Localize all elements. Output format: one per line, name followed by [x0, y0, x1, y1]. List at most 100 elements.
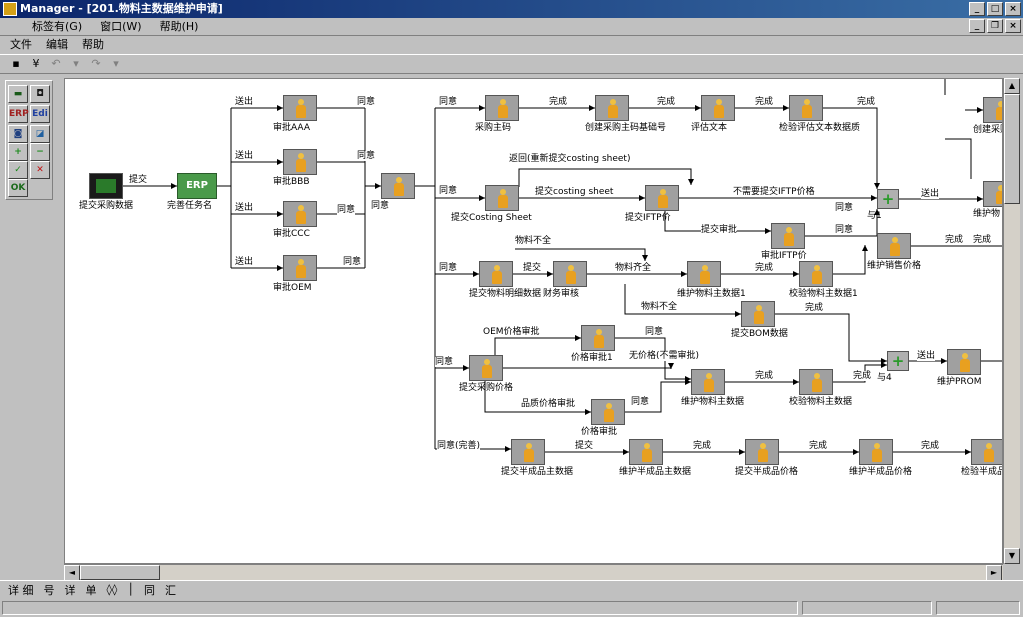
person-icon: [812, 373, 822, 393]
workflow-node-label: 提交IFTP价: [625, 213, 671, 223]
workflow-node-label: 提交Costing Sheet: [451, 213, 532, 223]
maximize-button[interactable]: □: [987, 2, 1003, 16]
bottom-tool[interactable]: 同: [144, 583, 155, 597]
workflow-node-and1[interactable]: +: [877, 189, 899, 209]
mdi-menu-item[interactable]: 标签有(G): [32, 20, 83, 33]
edge-label-send2: 送出: [235, 151, 254, 161]
workflow-node-aaa[interactable]: [283, 95, 317, 121]
workflow-node-cs[interactable]: [485, 185, 519, 211]
ok-icon[interactable]: OK: [8, 179, 28, 197]
save-icon[interactable]: ▪: [12, 57, 20, 70]
edge-label-price-approve: 品质价格审批: [521, 399, 576, 409]
plus-icon[interactable]: +: [8, 143, 28, 161]
workflow-node-q2[interactable]: [581, 325, 615, 351]
workflow-node-label: 维护物料主数据: [681, 397, 745, 407]
bottom-tool[interactable]: ◊◊: [106, 583, 118, 596]
edge-label-submit-s: 提交: [575, 441, 594, 451]
menu-help[interactable]: 帮助: [82, 38, 104, 51]
workflow-node-bbb[interactable]: [283, 149, 317, 175]
check-icon[interactable]: ✓: [8, 161, 28, 179]
workflow-node-appr[interactable]: [771, 223, 805, 249]
workflow-node-q1[interactable]: [469, 355, 503, 381]
workflow-node-s1[interactable]: [511, 439, 545, 465]
scroll-down-button[interactable]: ▼: [1004, 548, 1020, 564]
workflow-node-q5[interactable]: [591, 399, 625, 425]
undo-icon[interactable]: ↶: [51, 57, 61, 70]
bottom-tool[interactable]: 汇: [165, 583, 176, 597]
scroll-left-button[interactable]: ◄: [64, 565, 80, 581]
workflow-node-t2[interactable]: [595, 95, 629, 121]
workflow-node-s5[interactable]: [971, 439, 1002, 465]
edge-label-ok-q3: 完成: [755, 371, 774, 381]
bottom-tool[interactable]: 单: [85, 583, 97, 597]
workflow-node-oem[interactable]: [283, 255, 317, 281]
menu-file[interactable]: 文件: [10, 38, 32, 51]
share-icon[interactable]: ◪: [30, 125, 50, 143]
minimize-button[interactable]: _: [969, 2, 985, 16]
horizontal-scroll-thumb[interactable]: [80, 565, 160, 580]
status-pane: [802, 601, 932, 615]
workflow-node-m1[interactable]: [479, 261, 513, 287]
vertical-scroll-thumb[interactable]: [1004, 94, 1020, 204]
edit-icon[interactable]: Edi: [30, 105, 50, 123]
bottom-tool[interactable]: 详: [64, 583, 76, 597]
cross-icon[interactable]: ✕: [30, 161, 50, 179]
person-icon: [812, 265, 822, 285]
vertical-scrollbar[interactable]: ▲ ▼: [1003, 78, 1020, 564]
bulb-icon[interactable]: ◘: [30, 85, 50, 103]
mdi-minimize-button[interactable]: _: [969, 19, 985, 33]
redo-icon[interactable]: ↷: [91, 57, 101, 70]
horizontal-scrollbar[interactable]: ◄ ►: [64, 564, 1003, 581]
person-icon[interactable]: ◙: [8, 125, 28, 143]
workflow-node-t4[interactable]: [789, 95, 823, 121]
workflow-node-submit[interactable]: [89, 173, 123, 199]
workflow-node-m4[interactable]: [799, 261, 833, 287]
workflow-node-label: 维护物: [973, 209, 1001, 219]
workflow-node-bom[interactable]: [741, 301, 775, 327]
dropdown-icon[interactable]: ▾: [113, 57, 119, 70]
workflow-node-ccc[interactable]: [283, 201, 317, 227]
menu-edit[interactable]: 编辑: [46, 38, 68, 51]
mdi-menu-item[interactable]: 帮助(H): [159, 20, 199, 33]
workflow-node-q4[interactable]: [799, 369, 833, 395]
workflow-node-label: 校验物料主数据: [789, 397, 853, 407]
workflow-node-and4[interactable]: +: [887, 351, 909, 371]
workflow-node-r1[interactable]: [983, 97, 1002, 123]
person-icon: [492, 265, 502, 285]
menu-bar: 文件 编辑 帮助: [0, 36, 1023, 54]
workflow-node-iftp[interactable]: [645, 185, 679, 211]
workflow-node-q3[interactable]: [691, 369, 725, 395]
workflow-node-r2[interactable]: [983, 181, 1002, 207]
dropdown-icon[interactable]: ▾: [73, 57, 79, 70]
workflow-node-s4[interactable]: [859, 439, 893, 465]
workflow-node-s2[interactable]: [629, 439, 663, 465]
workflow-edge: [625, 379, 691, 413]
mdi-restore-button[interactable]: ❐: [987, 19, 1003, 33]
workflow-node-m2[interactable]: [553, 261, 587, 287]
workflow-node-price[interactable]: [877, 233, 911, 259]
close-button[interactable]: ×: [1005, 2, 1021, 16]
workflow-node-t1[interactable]: [485, 95, 519, 121]
scroll-up-button[interactable]: ▲: [1004, 78, 1020, 94]
bottom-tool[interactable]: │: [127, 583, 134, 596]
workflow-edge: [624, 284, 741, 317]
erp-icon[interactable]: ERP: [8, 105, 29, 123]
scroll-right-button[interactable]: ►: [986, 565, 1002, 581]
workflow-node-agree[interactable]: [381, 173, 415, 199]
mdi-menu-item[interactable]: 窗口(W): [100, 20, 142, 33]
film-icon[interactable]: ▬: [8, 85, 28, 103]
workflow-node-pprom[interactable]: [947, 349, 981, 375]
minus-icon[interactable]: −: [30, 143, 50, 161]
bottom-tool[interactable]: 号: [43, 583, 55, 597]
pin-icon[interactable]: ¥: [32, 57, 40, 70]
mdi-close-button[interactable]: ×: [1005, 19, 1021, 33]
bottom-tool[interactable]: 详 细: [8, 583, 34, 597]
workflow-node-erp[interactable]: ERP: [177, 173, 217, 199]
edge-label-agree-q: 同意: [645, 327, 664, 337]
person-icon: [784, 227, 794, 247]
workflow-node-label: 评估文本: [691, 123, 728, 133]
workflow-node-s3[interactable]: [745, 439, 779, 465]
workflow-node-m3[interactable]: [687, 261, 721, 287]
workflow-node-t3[interactable]: [701, 95, 735, 121]
